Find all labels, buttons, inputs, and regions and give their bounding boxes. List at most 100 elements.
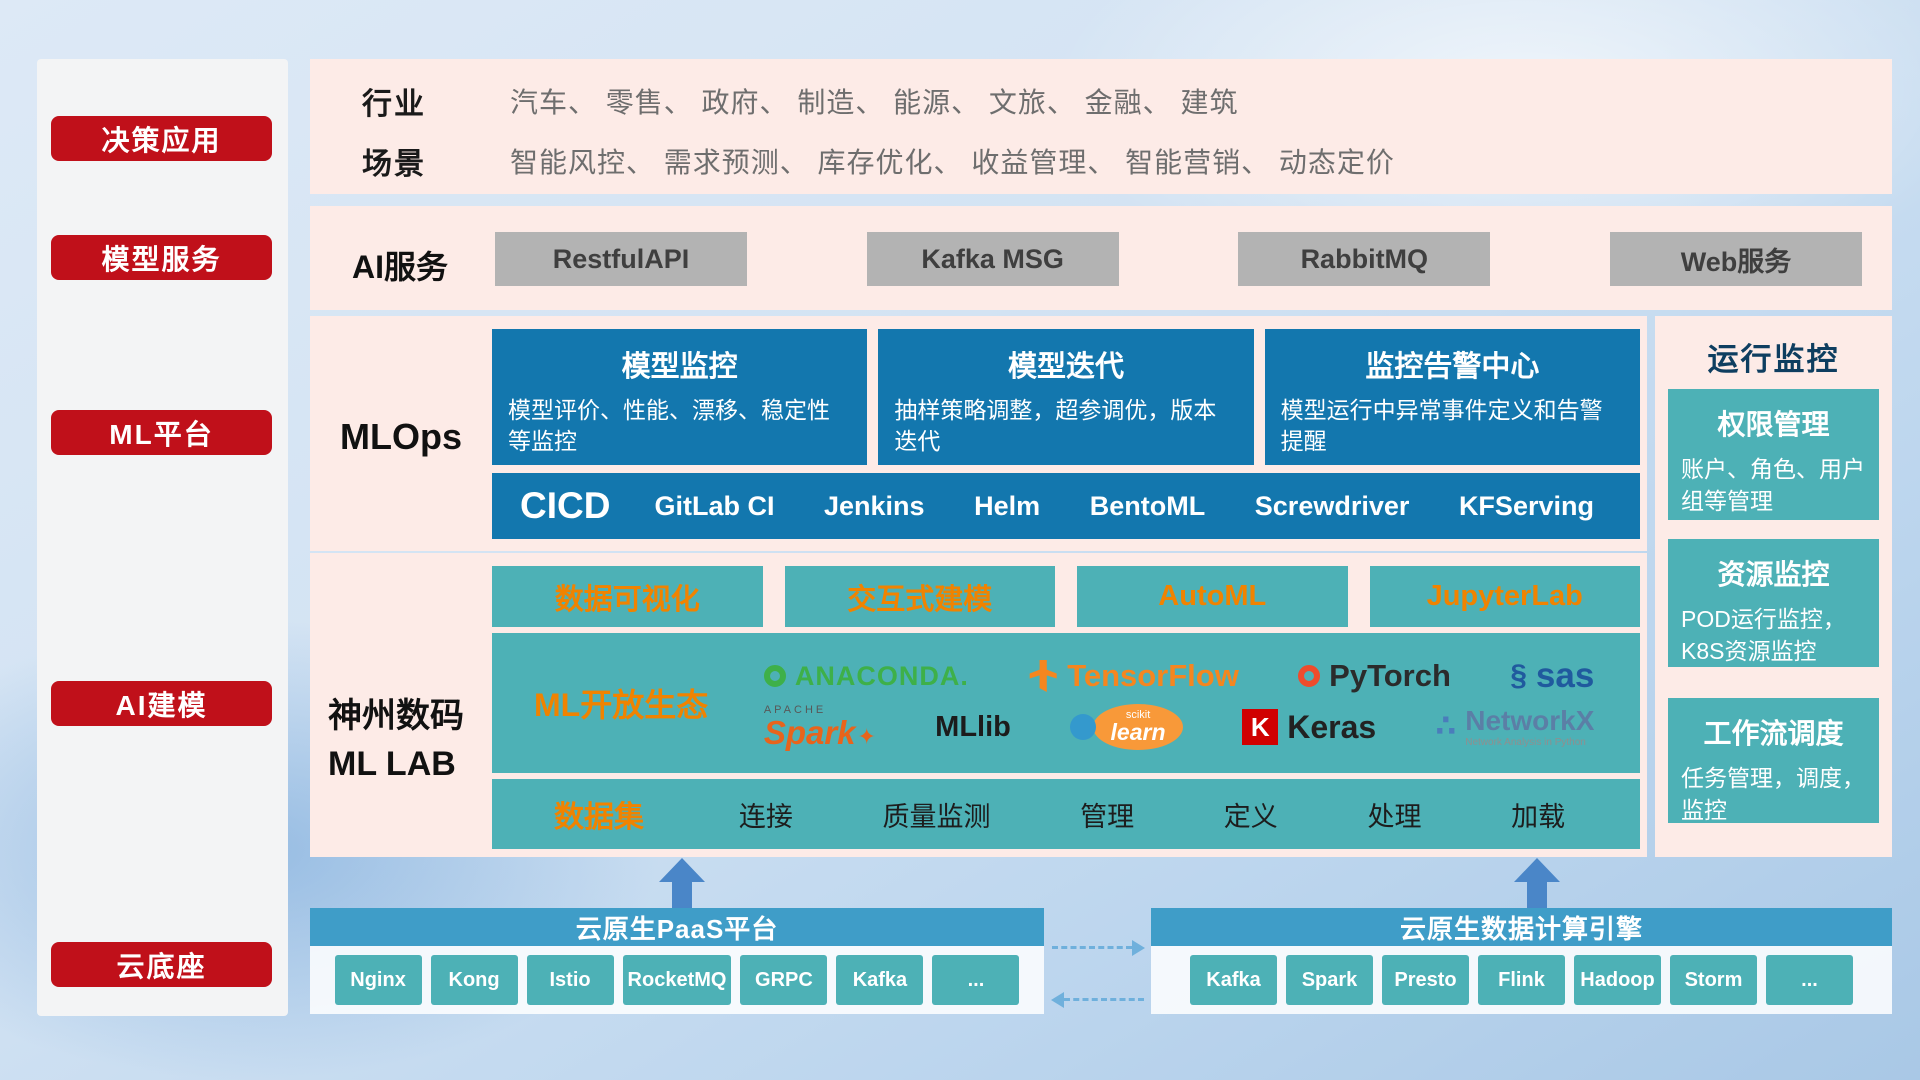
paas-chip-more: ... (932, 955, 1020, 1005)
arrow-head (659, 858, 705, 882)
mllab-label: 神州数码 ML LAB (328, 693, 498, 788)
paas-chip-kafka: Kafka (836, 955, 924, 1005)
restful-api-chip: RestfulAPI (495, 232, 747, 286)
cicd-item-helm: Helm (974, 490, 1041, 521)
up-arrow-right (1514, 858, 1560, 908)
scikit-learn-blob: scikit learn (1093, 704, 1184, 750)
box-title: 模型迭代 (1007, 351, 1124, 383)
engine-chip-more: ... (1766, 955, 1853, 1005)
spark-wordmark: Spark (764, 716, 876, 749)
mllib-logo: MLlib (935, 711, 1011, 744)
networkx-icon (1435, 709, 1456, 744)
dataset-item-manage: 管理 (1080, 801, 1135, 832)
industry-list: 汽车、 零售、 政府、 制造、 能源、 文旅、 金融、 建筑 (510, 87, 1239, 118)
box-title: 模型监控 (621, 351, 738, 383)
engine-chip-kafka: Kafka (1190, 955, 1277, 1005)
keras-logo: K Keras (1242, 709, 1376, 746)
permission-management-box: 权限管理 账户、角色、用户组等管理 (1668, 389, 1879, 520)
box-desc: 模型评价、性能、漂移、稳定性等监控 (508, 397, 830, 455)
sas-logo: sas (1510, 656, 1594, 696)
paas-buttons: Nginx Kong Istio RocketMQ GRPC Kafka ... (310, 946, 1044, 1014)
model-iteration-box: 模型迭代 抽样策略调整，超参调优，版本迭代 (878, 329, 1254, 465)
dataset-item-connect: 连接 (738, 801, 793, 832)
sas-wordmark: sas (1535, 656, 1595, 695)
arrow-shaft (1527, 882, 1547, 908)
compute-engine-buttons: Kafka Spark Presto Flink Hadoop Storm ..… (1151, 946, 1892, 1014)
rail-label-ai-modeling: AI建模 (51, 681, 272, 726)
pytorch-logo: PyTorch (1298, 658, 1451, 694)
box-title: 工作流调度 (1703, 718, 1844, 749)
logo-row-1: ANACONDA. TensorFlow PyTorch sas (734, 656, 1624, 696)
paas-chip-istio: Istio (526, 955, 614, 1005)
cicd-item-jenkins: Jenkins (824, 490, 925, 521)
box-desc: 模型运行中异常事件定义和告警提醒 (1280, 397, 1603, 455)
spark-text: Spark (763, 714, 856, 751)
automl-chip: AutoML (1077, 566, 1348, 627)
ecosystem-title: ML开放生态 (534, 687, 709, 723)
rail-label-ml-platform: ML平台 (51, 410, 272, 455)
dataset-bar: 数据集 连接 质量监测 管理 定义 处理 加载 (492, 779, 1640, 849)
box-title: 资源监控 (1717, 559, 1830, 590)
dashed-arrow-left (1051, 992, 1144, 1008)
workflow-scheduling-box: 工作流调度 任务管理，调度，监控 (1668, 698, 1879, 823)
mlops-panel: MLOps 模型监控 模型评价、性能、漂移、稳定性等监控 模型迭代 抽样策略调整… (310, 316, 1647, 551)
mllab-tool-chips: 数据可视化 交互式建模 AutoML JupyterLab (492, 566, 1640, 627)
tensorflow-wordmark: TensorFlow (1067, 658, 1239, 693)
monitoring-title: 运行监控 (1707, 342, 1840, 377)
compute-engine-header: 云原生数据计算引擎 (1151, 908, 1892, 946)
scikit-learn-logo: scikit learn (1070, 704, 1184, 750)
box-desc: 账户、角色、用户组等管理 (1681, 456, 1865, 515)
up-arrow-left (659, 858, 705, 908)
cicd-item-kfserving: KFServing (1458, 490, 1594, 521)
alert-center-box: 监控告警中心 模型运行中异常事件定义和告警提醒 (1264, 329, 1640, 465)
mllab-label-line1: 神州数码 (328, 697, 464, 735)
dataset-items: 连接 质量监测 管理 定义 处理 加载 (644, 795, 1640, 834)
paas-chip-nginx: Nginx (334, 955, 422, 1005)
cicd-item-bentoml: BentoML (1089, 490, 1206, 521)
networkx-wordmark-stack: NetworkX Network Analysis in Python (1465, 705, 1594, 748)
anaconda-icon (763, 665, 786, 687)
dashed-arrow-right (1052, 940, 1145, 956)
data-visualization-chip: 数据可视化 (492, 566, 763, 627)
ai-service-buttons: RestfulAPI Kafka MSG RabbitMQ Web服务 (495, 232, 1862, 286)
model-monitoring-box: 模型监控 模型评价、性能、漂移、稳定性等监控 (492, 329, 868, 465)
interactive-modeling-chip: 交互式建模 (784, 566, 1055, 627)
anaconda-wordmark: ANACONDA. (794, 660, 969, 691)
ml-open-ecosystem-box: ML开放生态 ANACONDA. TensorFlow PyTorch (492, 633, 1640, 773)
networkx-subtitle: Network Analysis in Python (1465, 736, 1586, 748)
mllab-panel: 神州数码 ML LAB 数据可视化 交互式建模 AutoML JupyterLa… (310, 553, 1647, 857)
networkx-logo: NetworkX Network Analysis in Python (1435, 705, 1594, 748)
box-title: 监控告警中心 (1365, 351, 1540, 383)
tensorflow-logo: TensorFlow (1028, 658, 1239, 694)
mllib-wordmark: MLlib (935, 710, 1011, 743)
engine-chip-storm: Storm (1670, 955, 1757, 1005)
cicd-title: CICD (520, 485, 611, 526)
anaconda-logo: ANACONDA. (763, 660, 969, 692)
learn-text: learn (1110, 719, 1166, 745)
apache-label: APACHE (763, 704, 827, 716)
arrow-shaft (672, 882, 692, 908)
left-rail (37, 59, 288, 1016)
cicd-items: GitLab CI Jenkins Helm BentoML Screwdriv… (654, 491, 1640, 522)
sas-icon (1510, 659, 1527, 693)
mlops-boxes: 模型监控 模型评价、性能、漂移、稳定性等监控 模型迭代 抽样策略调整，超参调优，… (492, 329, 1640, 465)
keras-icon: K (1242, 709, 1279, 745)
rail-label-cloud-base: 云底座 (51, 942, 272, 987)
rabbitmq-chip: RabbitMQ (1238, 232, 1491, 286)
dataset-title: 数据集 (554, 801, 644, 834)
cicd-item-gitlab-ci: GitLab CI (654, 490, 775, 521)
dataset-item-load: 加载 (1511, 801, 1566, 832)
cicd-item-screwdriver: Screwdriver (1254, 490, 1410, 521)
compute-engine-block: 云原生数据计算引擎 Kafka Spark Presto Flink Hadoo… (1151, 908, 1892, 1014)
industry-label: 行业 (362, 88, 426, 121)
web-service-chip: Web服务 (1609, 232, 1862, 286)
mllab-label-line2: ML LAB (328, 744, 456, 783)
box-desc: 抽样策略调整，超参调优，版本迭代 (894, 397, 1217, 455)
keras-wordmark: Keras (1287, 708, 1377, 745)
engine-chip-spark: Spark (1286, 955, 1373, 1005)
paas-chip-rocketmq: RocketMQ (622, 955, 732, 1005)
ai-service-panel: AI服务 RestfulAPI Kafka MSG RabbitMQ Web服务 (310, 206, 1892, 310)
scenario-list: 智能风控、 需求预测、 库存优化、 收益管理、 智能营销、 动态定价 (510, 147, 1395, 178)
resource-monitoring-box: 资源监控 POD运行监控，K8S资源监控 (1668, 539, 1879, 667)
